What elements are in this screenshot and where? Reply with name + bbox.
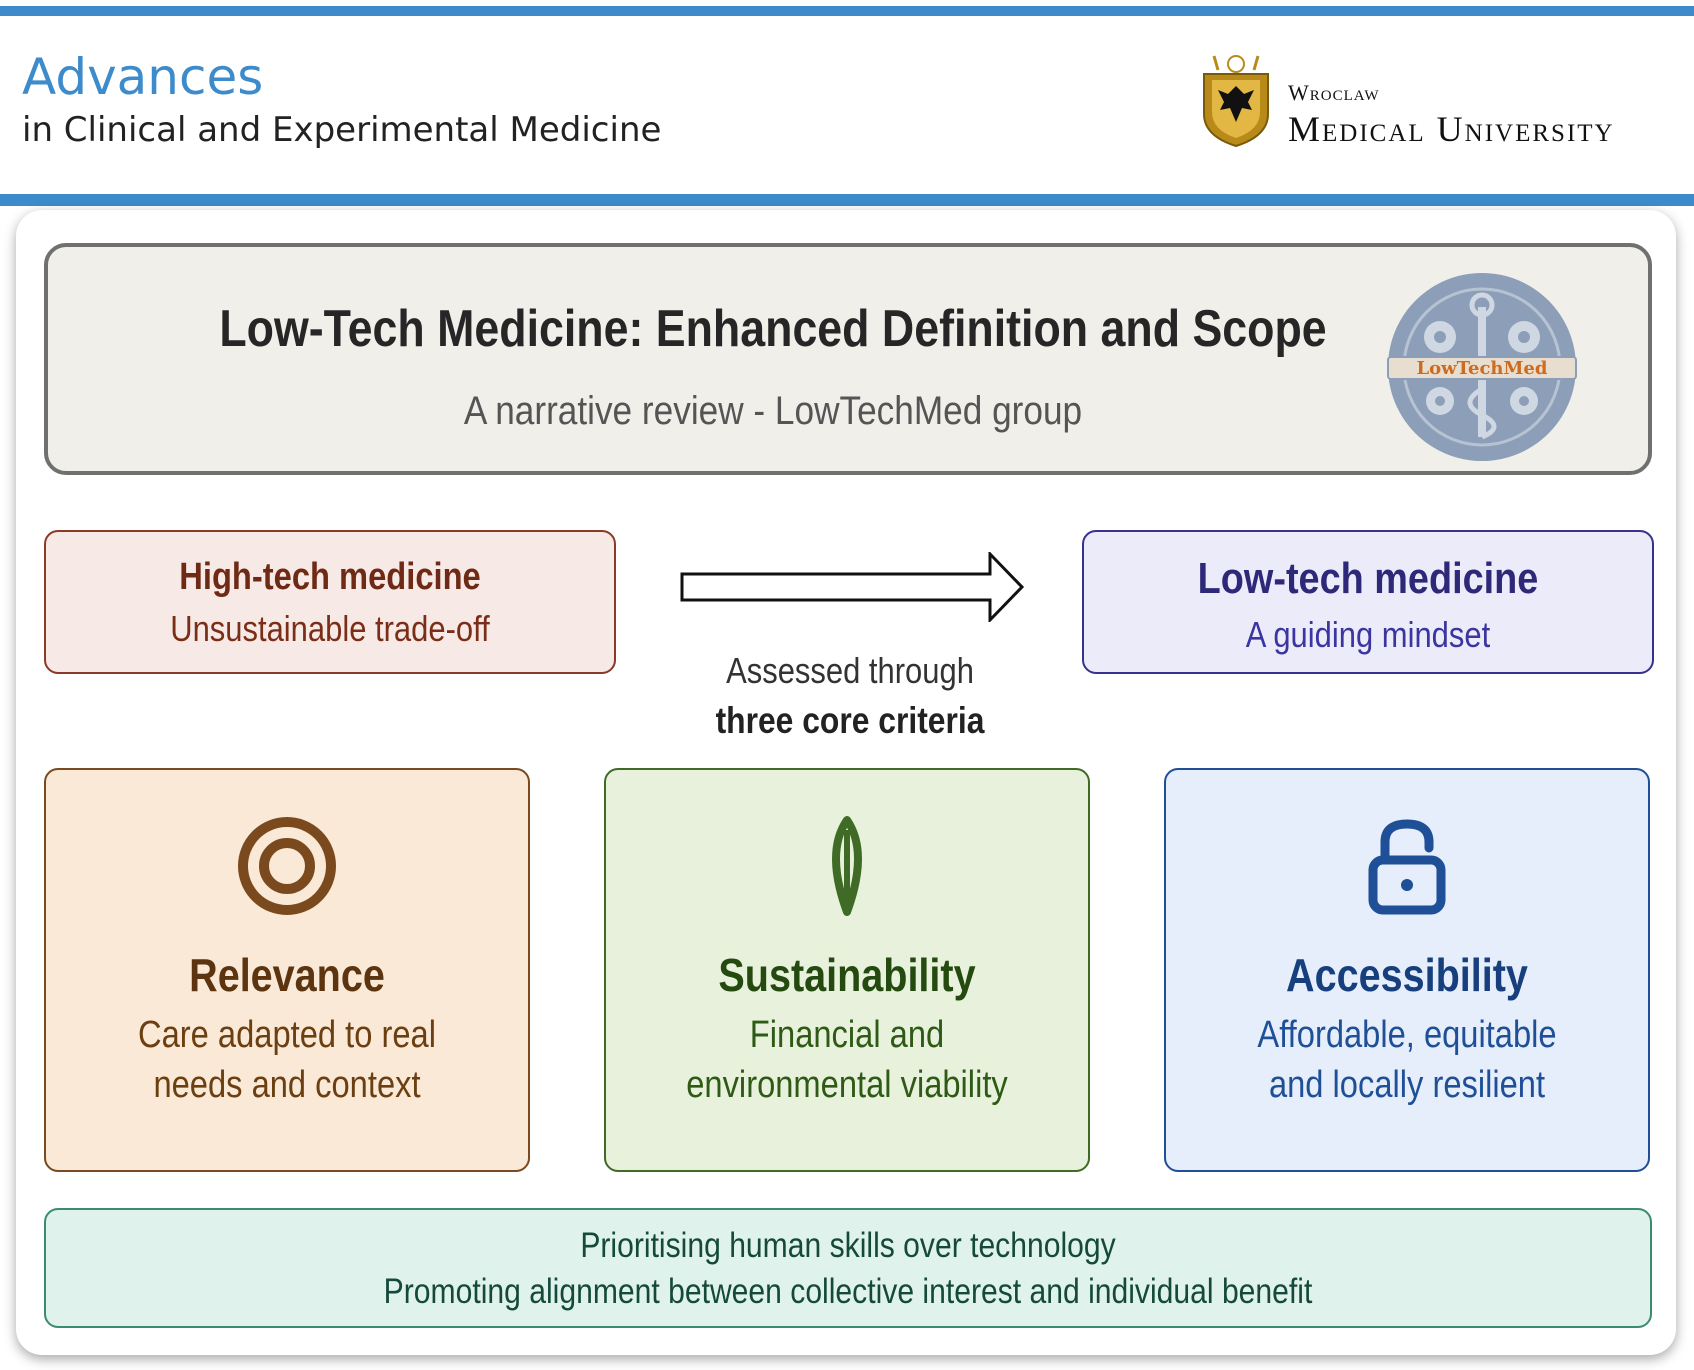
relevance-title: Relevance — [189, 949, 385, 1001]
relevance-box: Relevance Care adapted to real needs and… — [44, 768, 530, 1172]
title-panel: Low-Tech Medicine: Enhanced Definition a… — [44, 243, 1652, 475]
accessibility-description: Affordable, equitable and locally resili… — [1208, 1010, 1605, 1110]
main-title: Low-Tech Medicine: Enhanced Definition a… — [219, 300, 1327, 358]
sustainability-box: Sustainability Financial and environment… — [604, 768, 1090, 1172]
accessibility-line2: and locally resilient — [1268, 1064, 1546, 1106]
relevance-line1: Care adapted to real — [138, 1014, 436, 1056]
arrow-caption-line1: Assessed through — [726, 650, 974, 691]
relevance-line2: needs and context — [153, 1064, 421, 1106]
high-tech-subtitle: Unsustainable trade-off — [170, 608, 490, 649]
university-name-line1: Wroclaw — [1288, 80, 1380, 105]
sustainability-line1: Financial and — [749, 1014, 945, 1056]
accessibility-line1: Affordable, equitable — [1257, 1014, 1557, 1056]
low-tech-title: Low-tech medicine — [1197, 554, 1539, 603]
accessibility-box: Accessibility Affordable, equitable and … — [1164, 768, 1650, 1172]
target-icon — [238, 817, 336, 915]
unlock-icon — [1368, 819, 1446, 915]
low-tech-subtitle: A guiding mindset — [1245, 614, 1491, 655]
header-rule — [0, 194, 1694, 206]
leaf-icon — [832, 816, 862, 916]
relevance-description: Care adapted to real needs and context — [88, 1010, 485, 1110]
accessibility-title: Accessibility — [1286, 949, 1528, 1001]
footer-line1: Prioritising human skills over technolog… — [580, 1226, 1116, 1265]
sustainability-description: Financial and environmental viability — [648, 1010, 1045, 1110]
low-tech-box: Low-tech medicine A guiding mindset — [1082, 530, 1654, 674]
arrow-caption-line2: three core criteria — [715, 700, 985, 741]
lowtechmed-logo-icon — [1387, 273, 1577, 461]
university-name-line2: Medical University — [1288, 109, 1615, 149]
journal-title: Advances — [22, 48, 264, 106]
footer-box: Prioritising human skills over technolog… — [44, 1208, 1652, 1328]
main-subtitle: A narrative review - LowTechMed group — [463, 389, 1083, 433]
university-crest-icon — [1203, 55, 1269, 148]
lowtechmed-logo-text: LowTechMed — [1416, 358, 1548, 379]
top-rule — [0, 6, 1694, 16]
footer-line2: Promoting alignment between collective i… — [383, 1272, 1313, 1311]
sustainability-title: Sustainability — [718, 949, 976, 1001]
high-tech-title: High-tech medicine — [179, 556, 481, 598]
high-tech-box: High-tech medicine Unsustainable trade-o… — [44, 530, 616, 674]
sustainability-line2: environmental viability — [686, 1064, 1008, 1106]
right-arrow-icon — [680, 552, 1025, 622]
journal-subtitle: in Clinical and Experimental Medicine — [22, 110, 662, 150]
